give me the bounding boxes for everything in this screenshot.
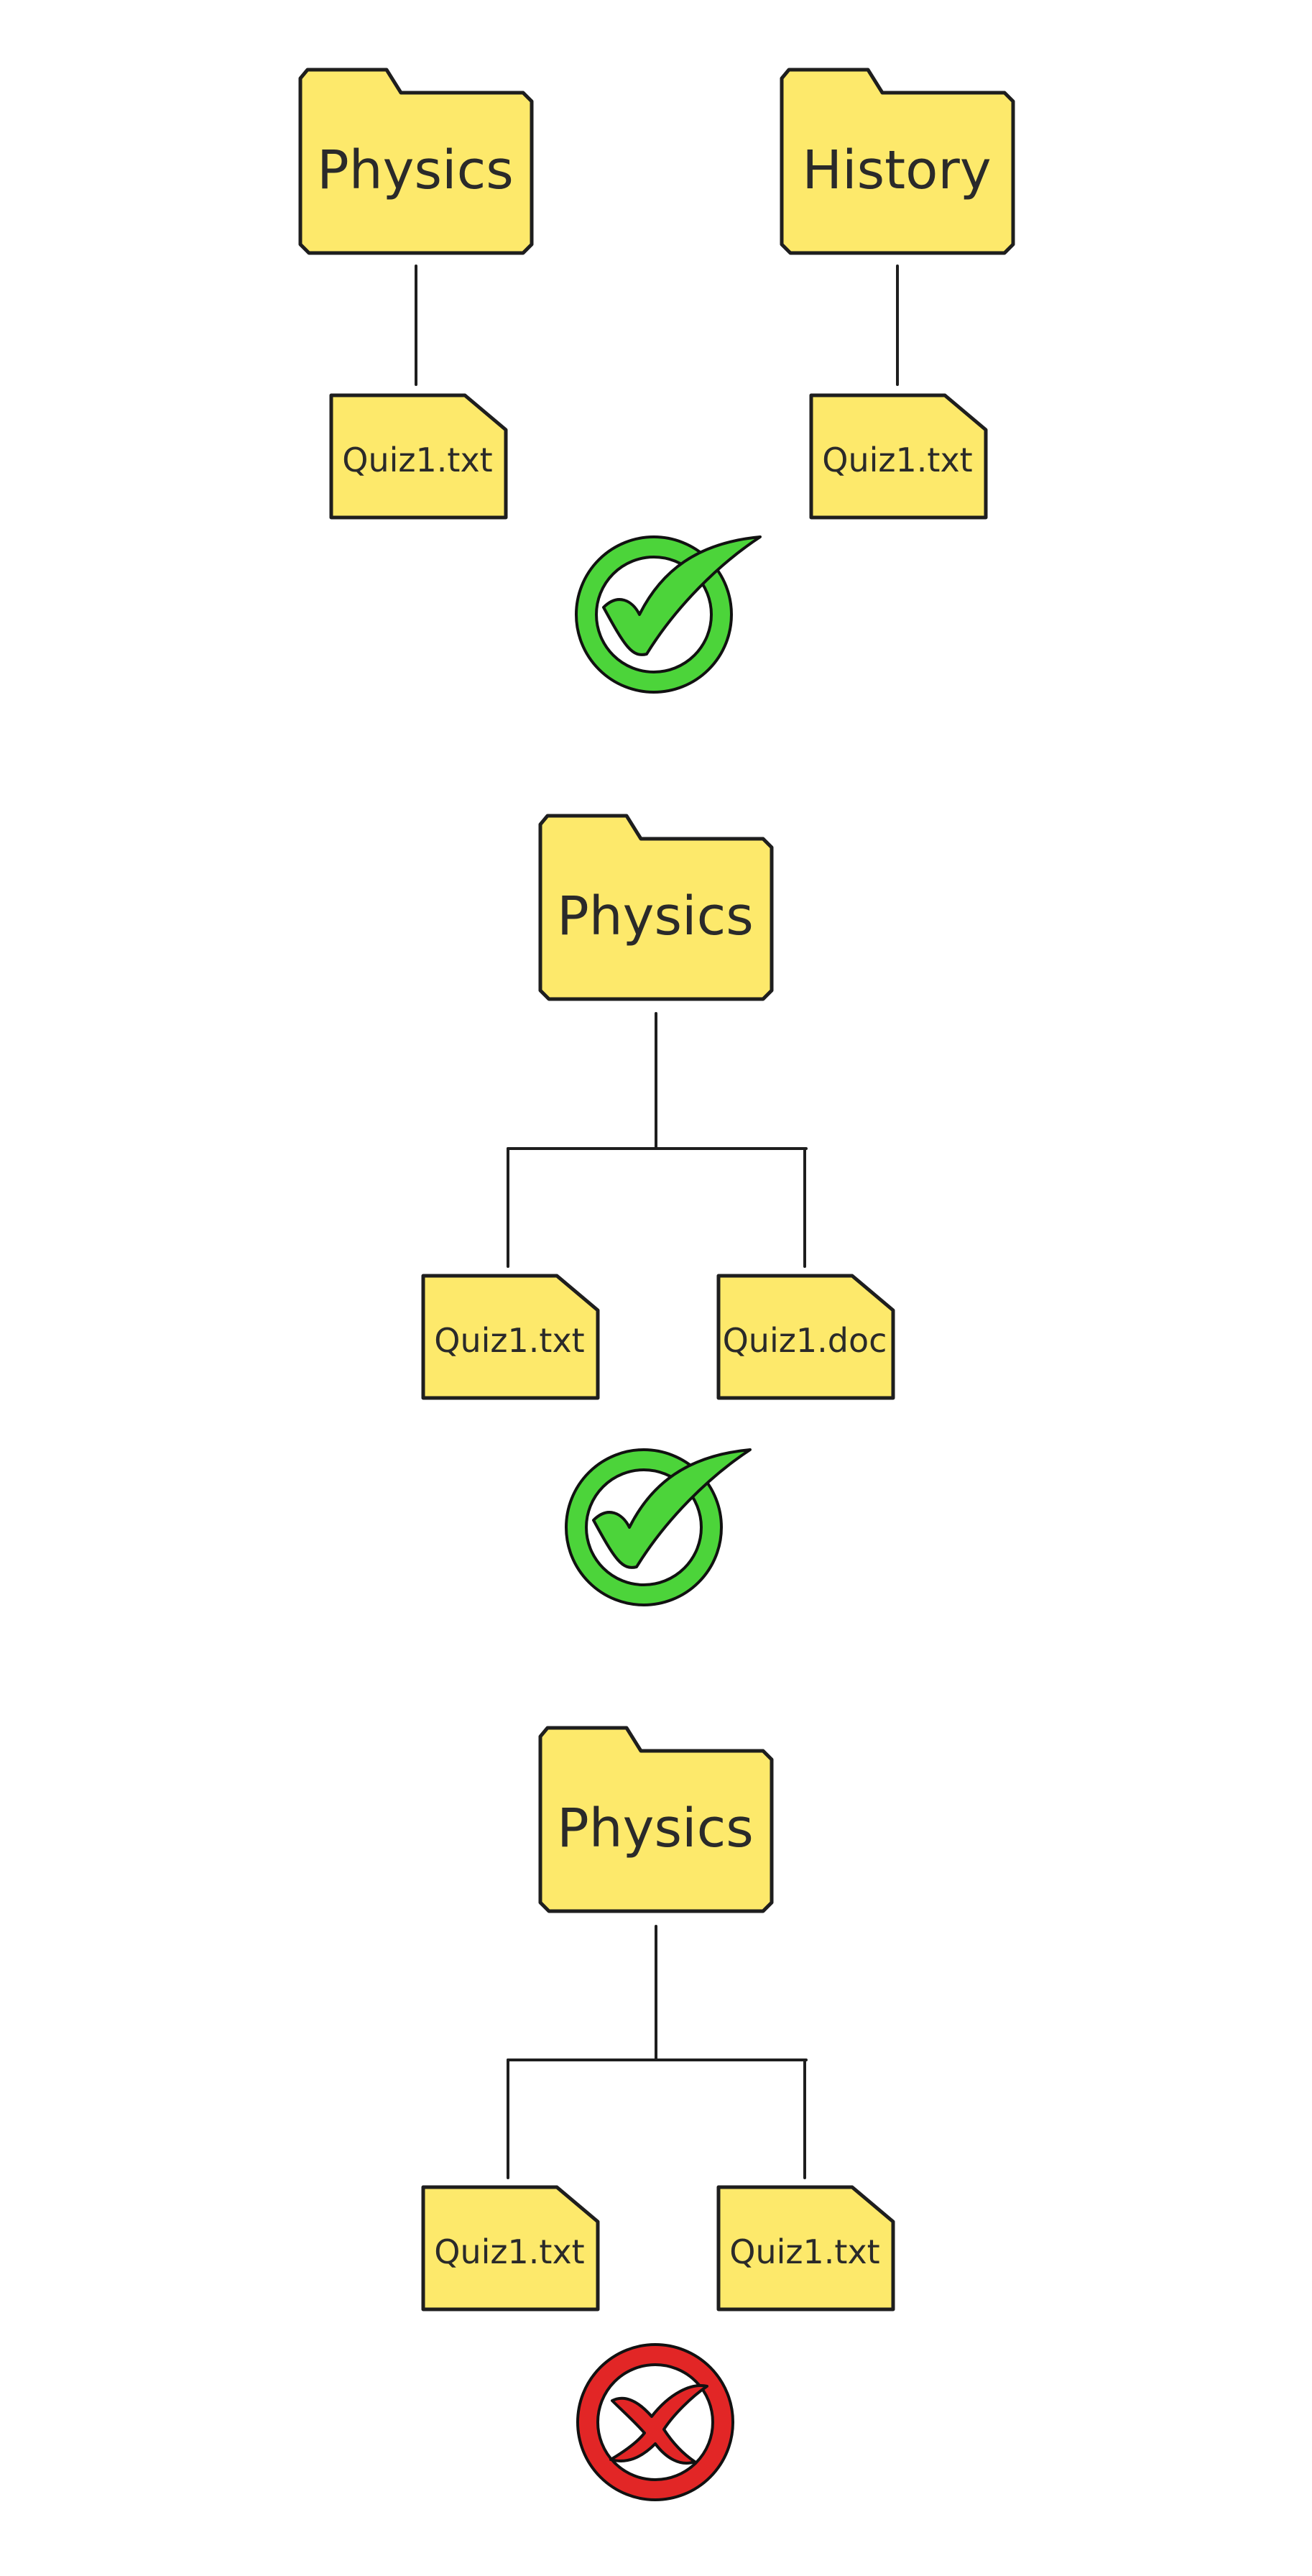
folder-label: Physics bbox=[557, 1798, 754, 1859]
file-label: Quiz1.txt bbox=[822, 441, 972, 479]
file-icon: Quiz1.txt bbox=[329, 393, 508, 520]
folder-label: Physics bbox=[317, 139, 514, 201]
folder-label: Physics bbox=[557, 886, 754, 947]
file-label: Quiz1.doc bbox=[723, 1321, 887, 1360]
folder-icon: History bbox=[780, 68, 1015, 255]
check-icon bbox=[565, 1448, 752, 1606]
scenario-1: Physics History Quiz1.txt Quiz1.txt bbox=[298, 68, 1015, 694]
file-label: Quiz1.txt bbox=[434, 1321, 584, 1360]
folder-icon: Physics bbox=[538, 814, 774, 1001]
file-icon: Quiz1.txt bbox=[809, 393, 988, 520]
tree-connector bbox=[507, 1925, 808, 2179]
file-icon: Quiz1.txt bbox=[421, 2185, 600, 2312]
file-icon: Quiz1.txt bbox=[421, 1274, 600, 1400]
file-icon: Quiz1.doc bbox=[716, 1274, 895, 1400]
file-label: Quiz1.txt bbox=[729, 2232, 879, 2271]
file-label: Quiz1.txt bbox=[342, 441, 492, 479]
folder-icon: Physics bbox=[298, 68, 534, 255]
tree-connector bbox=[507, 1012, 808, 1268]
folder-icon: Physics bbox=[538, 1726, 774, 1913]
file-label: Quiz1.txt bbox=[434, 2232, 584, 2271]
scenario-2: Physics Quiz1.txt Quiz1.doc bbox=[421, 814, 895, 1606]
check-icon bbox=[575, 535, 762, 694]
cross-icon bbox=[576, 2343, 734, 2501]
scenario-3: Physics Quiz1.txt Quiz1.txt bbox=[421, 1726, 895, 2501]
folder-label: History bbox=[802, 139, 991, 201]
file-icon: Quiz1.txt bbox=[716, 2185, 895, 2312]
